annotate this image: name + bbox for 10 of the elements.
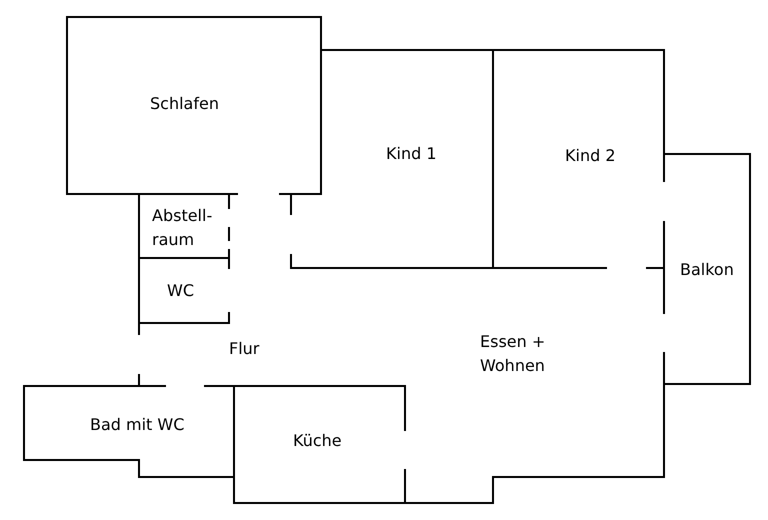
room-label: WC [167, 280, 195, 302]
room-label: Bad mit WC [90, 414, 186, 436]
room-label: Essen + Wohnen [480, 331, 546, 377]
room-label: Flur [229, 338, 260, 360]
room-label: Kind 2 [565, 145, 616, 167]
room-label: Schlafen [150, 93, 220, 115]
room-label: Balkon [680, 259, 735, 281]
room-label: Abstell- raum [152, 205, 214, 251]
room-label: Kind 1 [386, 143, 438, 165]
room-label: Küche [293, 430, 343, 452]
